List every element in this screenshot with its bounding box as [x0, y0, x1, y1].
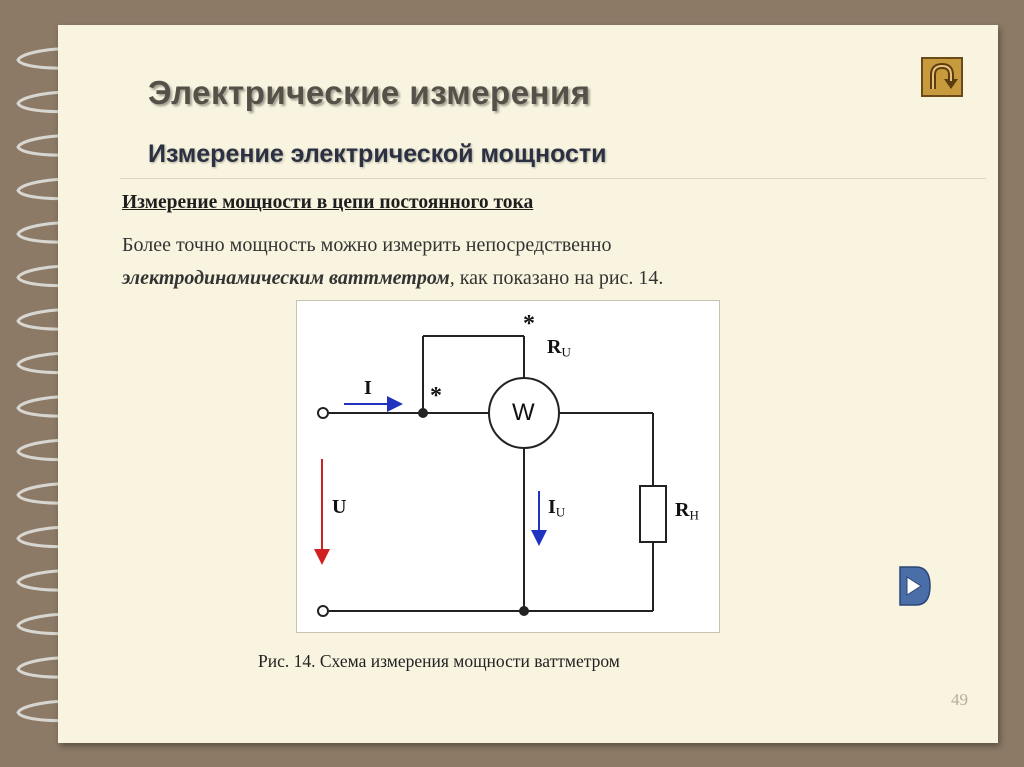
- paragraph-text-end: , как показано на рис. 14.: [449, 267, 664, 289]
- label-R-U: RU: [547, 336, 571, 360]
- input-terminal-bottom: [317, 605, 329, 617]
- label-R-H: RН: [675, 499, 699, 523]
- meter-label: W: [512, 399, 535, 426]
- circuit-diagram: [314, 335, 667, 617]
- label-I-U-subscript: U: [555, 504, 566, 520]
- label-I-U: IU: [548, 496, 565, 520]
- body-paragraph: Более точно мощность можно измерить непо…: [122, 229, 942, 295]
- label-R-H-subscript: Н: [689, 507, 699, 523]
- junction-dot-bottom: [519, 606, 529, 616]
- return-button[interactable]: [921, 57, 963, 97]
- junction-dot-top: [418, 408, 428, 418]
- paragraph-text: Более точно мощность можно измерить непо…: [122, 234, 612, 256]
- label-R-U-subscript: U: [561, 344, 571, 360]
- label-star-left: *: [430, 383, 442, 409]
- label-voltage-U: U: [332, 496, 347, 518]
- figure-caption: Рис. 14. Схема измерения мощности ваттме…: [258, 651, 620, 671]
- label-R-H-letter: R: [675, 499, 690, 521]
- page-title: Электрические измерения: [148, 74, 591, 111]
- section-heading: Измерение мощности в цепи постоянного то…: [122, 192, 534, 213]
- page-number: 49: [951, 690, 968, 709]
- label-I-U-letter: I: [548, 496, 556, 518]
- circuit-figure: * * I U W RU RН IU: [296, 300, 720, 633]
- next-slide-button[interactable]: [898, 565, 932, 607]
- play-arrow-icon: [899, 566, 931, 606]
- header-divider: [120, 178, 986, 179]
- label-R-U-letter: R: [547, 336, 562, 358]
- paragraph-emphasis: электродинамическим ваттметром: [122, 267, 450, 289]
- page-subtitle: Измерение электрической мощности: [148, 140, 607, 168]
- label-star-top: *: [523, 311, 535, 337]
- input-terminal-top: [317, 407, 329, 419]
- u-turn-arrow-icon: [930, 62, 958, 89]
- label-current-I: I: [364, 377, 372, 399]
